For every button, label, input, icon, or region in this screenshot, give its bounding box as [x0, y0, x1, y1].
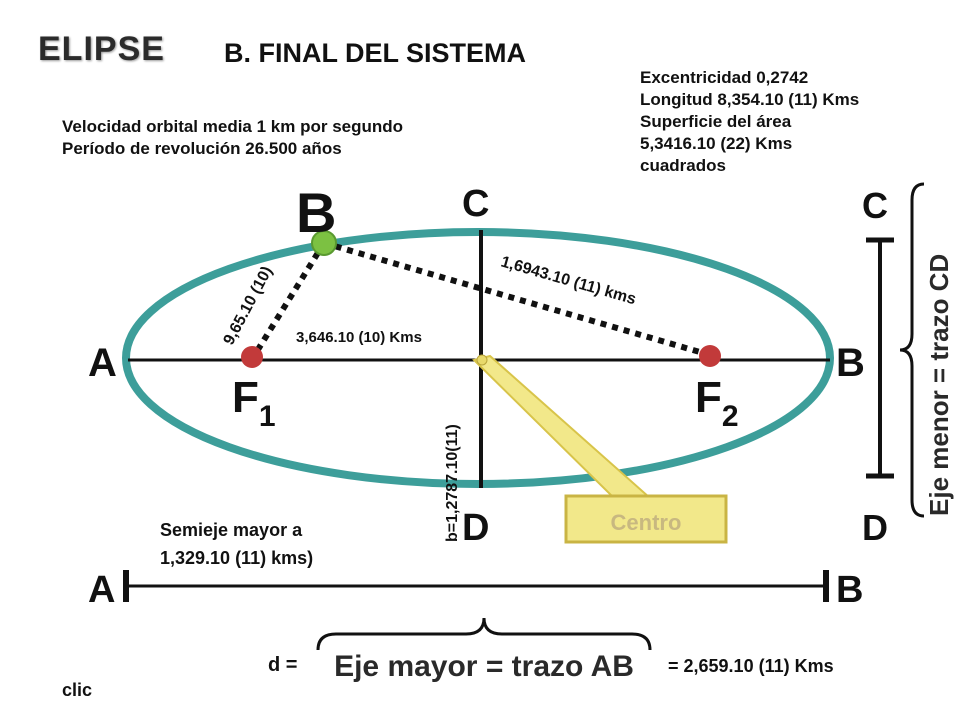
center-callout-label: Centro — [611, 510, 682, 535]
major-axis-brace — [316, 617, 652, 651]
major-axis-brace-text: Eje mayor = trazo AB — [334, 650, 634, 683]
minor-axis-brace-text: Eje menor = trazo CD — [924, 254, 954, 516]
orbit-ellipse — [122, 228, 834, 488]
focus-f1 — [241, 346, 263, 368]
semi-major-axis-line1: Semieje mayor a — [160, 520, 303, 540]
major-axis-d-label: d = — [268, 654, 298, 676]
distance-f1-center: 3,646.10 (10) Kms — [296, 329, 422, 346]
minor-axis-label-c: C — [862, 185, 888, 226]
center-point — [476, 354, 488, 366]
label-b-right: B — [836, 341, 865, 385]
semi-major-axis-line2: 1,329.10 (11) kms) — [160, 548, 314, 568]
dotted-b-f1 — [251, 241, 327, 358]
label-f2: F2 — [695, 373, 739, 433]
major-axis-label-a: A — [88, 569, 115, 611]
label-c: C — [462, 183, 489, 225]
info-area-value: 5,3416.10 (22) Kms — [640, 134, 793, 153]
center-callout-box — [564, 494, 728, 544]
page-title: B. FINAL DEL SISTEMA — [224, 38, 527, 68]
semi-minor-axis-label: b=1,2787.10(11) — [444, 424, 461, 542]
info-length: Longitud 8,354.10 (11) Kms — [640, 90, 860, 109]
label-a: A — [88, 341, 117, 385]
minor-axis-label-d: D — [862, 507, 888, 548]
major-axis-label-b: B — [836, 569, 863, 611]
focus-f2 — [699, 345, 721, 367]
distance-b-f2: 1,6943.10 (11) kms — [499, 254, 638, 309]
info-revolution-period: Período de revolución 26.500 años — [62, 139, 342, 158]
clic-link[interactable]: clic — [62, 680, 93, 700]
label-d: D — [462, 507, 489, 549]
point-b-label: B — [296, 181, 336, 244]
info-orbital-speed: Velocidad orbital media 1 km por segundo — [62, 117, 404, 136]
major-axis-value: = 2,659.10 (11) Kms — [668, 656, 834, 676]
info-area-units: cuadrados — [640, 156, 726, 175]
label-f1: F1 — [232, 373, 276, 433]
minor-axis-brace — [899, 182, 925, 518]
info-area-label: Superficie del área — [640, 112, 792, 131]
point-b-marker — [311, 230, 337, 256]
info-eccentricity: Excentricidad 0,2742 — [640, 68, 809, 87]
logo-elipse: ELIPSE — [38, 30, 165, 68]
